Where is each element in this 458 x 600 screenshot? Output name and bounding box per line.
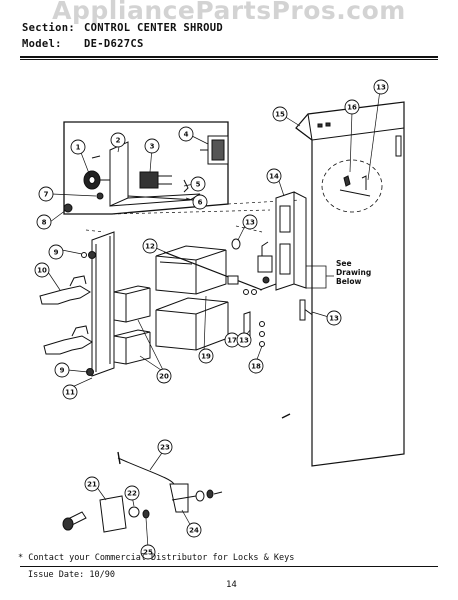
callout-circle xyxy=(36,214,52,230)
callout-circle xyxy=(198,348,214,364)
page-number: 14 xyxy=(226,580,237,590)
header-rule-thin xyxy=(20,59,438,60)
callout-number: 13 xyxy=(245,219,255,227)
callout-number: 25 xyxy=(143,549,153,557)
callout-number: 19 xyxy=(201,353,211,361)
callout-number: 22 xyxy=(127,490,137,498)
callout-circle xyxy=(38,186,54,202)
model-heading: Model: DE-D627CS xyxy=(22,38,144,50)
model-value: DE-D627CS xyxy=(84,38,144,50)
callout-circle xyxy=(34,262,50,278)
note-line-2: Drawing xyxy=(336,268,371,277)
callout-circle xyxy=(186,522,202,538)
callout-number: 16 xyxy=(347,104,357,112)
section-heading: Section: CONTROL CENTER SHROUD xyxy=(22,22,223,34)
section-value: CONTROL CENTER SHROUD xyxy=(84,22,224,34)
lock-bracket xyxy=(275,191,307,291)
callout-number: 4 xyxy=(184,131,189,139)
note-bracket xyxy=(306,265,334,289)
callout-number: 13 xyxy=(329,315,339,323)
callout-circle xyxy=(192,194,208,210)
callout-circle xyxy=(84,476,100,492)
callout-number: 12 xyxy=(145,243,155,251)
callout-number: 23 xyxy=(160,444,170,452)
callout-circle xyxy=(178,126,194,142)
shroud-panel xyxy=(281,101,405,467)
header-rule xyxy=(20,56,438,58)
callout-number: 24 xyxy=(189,527,199,535)
callout-circle xyxy=(142,238,158,254)
latch-handles xyxy=(39,275,93,355)
model-label: Model: xyxy=(22,38,62,50)
callout-circle xyxy=(140,544,156,560)
channel-brackets xyxy=(113,238,277,365)
callout-layer: 1234567891012131415161313171819209111323… xyxy=(34,79,389,560)
callout-number: 3 xyxy=(150,143,155,151)
callout-circle xyxy=(156,368,172,384)
callout-number: 6 xyxy=(198,199,203,207)
projection-lines xyxy=(85,199,301,233)
callout-circle xyxy=(344,99,360,115)
footer-rule xyxy=(20,566,438,567)
callout-number: 11 xyxy=(65,389,75,397)
callout-number: 7 xyxy=(44,191,49,199)
callout-circle xyxy=(190,176,206,192)
leader-lines xyxy=(47,89,381,549)
callout-circle xyxy=(144,138,160,154)
callout-number: 10 xyxy=(37,267,47,275)
callout-circle xyxy=(326,310,342,326)
section-label: Section: xyxy=(22,22,75,34)
callout-number: 20 xyxy=(159,373,169,381)
callout-circle xyxy=(110,132,126,148)
callout-number: 13 xyxy=(239,337,249,345)
callout-number: 17 xyxy=(227,337,237,345)
callout-number: 9 xyxy=(54,249,59,257)
control-assembly-inset xyxy=(63,121,229,215)
callout-circle xyxy=(70,139,86,155)
note-line-1: See xyxy=(336,259,352,268)
callout-circle xyxy=(157,439,173,455)
callout-number: 1 xyxy=(76,144,81,152)
callout-circle xyxy=(373,79,389,95)
callout-circle xyxy=(248,358,264,374)
callout-circle xyxy=(236,332,252,348)
lock-detail-assembly xyxy=(62,451,223,533)
note-line-3: Below xyxy=(336,277,362,286)
footnote: * Contact your Commercial Distributor fo… xyxy=(18,553,295,563)
callout-number: 5 xyxy=(196,181,201,189)
see-drawing-note: See Drawing Below xyxy=(336,259,371,286)
callout-circle xyxy=(124,485,140,501)
callout-number: 15 xyxy=(275,111,285,119)
callout-number: 18 xyxy=(251,363,261,371)
issue-date: Issue Date: 10/90 xyxy=(28,570,115,580)
callout-number: 2 xyxy=(116,137,121,145)
callout-number: 14 xyxy=(269,173,279,181)
callout-circle xyxy=(272,106,288,122)
callout-number: 21 xyxy=(87,481,97,489)
callout-number: 8 xyxy=(42,219,47,227)
mounting-rail xyxy=(81,231,115,377)
callout-circle xyxy=(266,168,282,184)
callout-circle xyxy=(54,362,70,378)
callout-number: 9 xyxy=(60,367,65,375)
callout-number: 13 xyxy=(376,84,386,92)
callout-circle xyxy=(242,214,258,230)
callout-circle xyxy=(62,384,78,400)
callout-circle xyxy=(48,244,64,260)
